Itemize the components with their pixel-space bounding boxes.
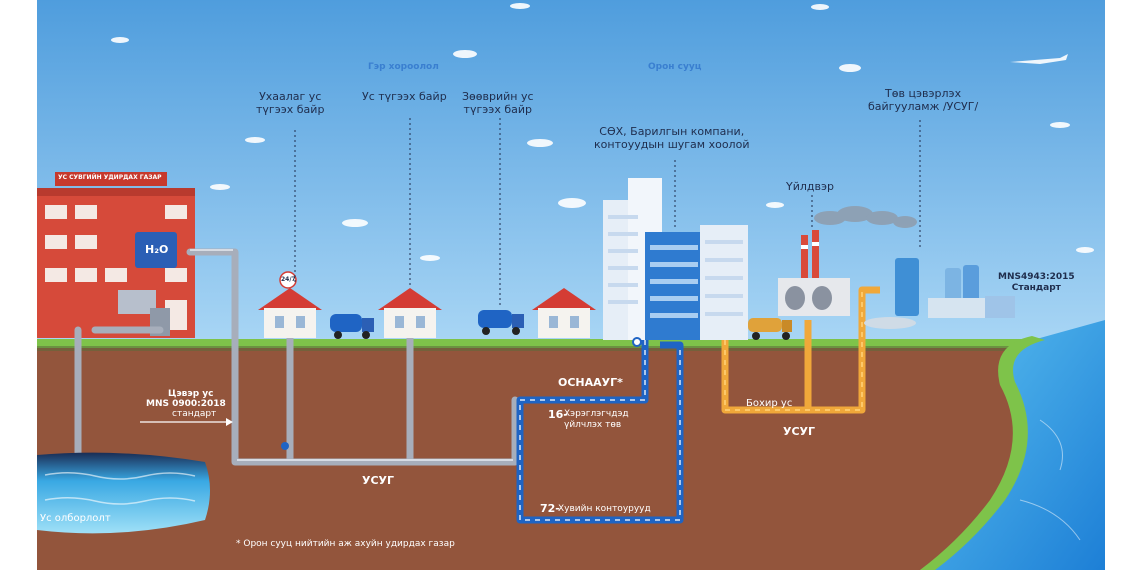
factory-label: Үйлдвэр bbox=[786, 180, 834, 193]
ger-district-label: Гэр хороолол bbox=[368, 61, 439, 74]
intake-label: Ус олборлолт bbox=[40, 512, 111, 525]
contours-text: Хувийн контоурууд bbox=[558, 504, 651, 515]
sewage-label: Бохир ус bbox=[746, 398, 792, 409]
usug-main-label: УСУГ bbox=[362, 474, 394, 487]
standard-right-label: MNS4943:2015 Стандарт bbox=[998, 272, 1075, 294]
kiosk-mobile-label: Зөөврийн ус түгээх байр bbox=[462, 90, 534, 116]
utility-sign-text: УС СУВГИЙН УДИРДАХ ГАЗАР bbox=[58, 173, 162, 182]
contours-num: 72- bbox=[540, 502, 560, 515]
treatment-plant-label: Төв цэвэрлэх байгууламж /УСУГ/ bbox=[868, 87, 978, 113]
clean-standard-word: стандарт bbox=[172, 409, 216, 420]
usug-sewage-label: УСУГ bbox=[783, 425, 815, 438]
service-centers-text: Хэрэглэгчдэд үйлчлэх төв bbox=[564, 409, 629, 431]
kiosk-label: Ус түгээх байр bbox=[362, 90, 447, 103]
kiosk-piped-label: Ухаалаг ус түгээх байр bbox=[256, 90, 324, 116]
apartment-companies-label: СӨХ, Барилгын компани, контоуудын шугам … bbox=[594, 125, 749, 151]
osnaaug-label: ОСНААУГ* bbox=[558, 376, 623, 389]
utility-building bbox=[37, 172, 195, 338]
tank-label: H₂O bbox=[145, 243, 168, 256]
apartments-label: Орон сууц bbox=[648, 61, 701, 74]
clock-badge-text: 24/7 bbox=[281, 276, 296, 284]
footnote: * Орон сууц нийтийн аж ахуйн удирдах газ… bbox=[236, 539, 455, 550]
